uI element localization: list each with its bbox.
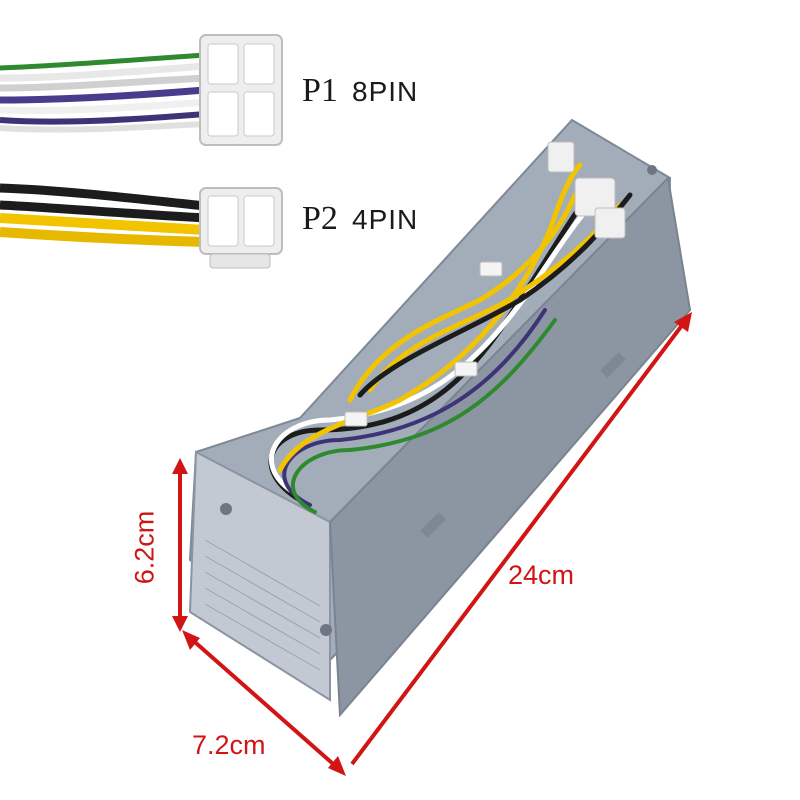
p2-connector-name: P2 — [302, 200, 338, 237]
p1-connector — [199, 34, 283, 146]
p1-connector-name: P1 — [302, 72, 338, 109]
screw-icon — [647, 165, 657, 175]
psu-internal-cables — [268, 141, 633, 514]
p2-connector — [199, 187, 283, 269]
dimension-arrows — [172, 312, 692, 776]
screw-icon — [320, 624, 332, 636]
p1-cable-bundle — [0, 52, 206, 133]
width-arrow — [182, 630, 346, 776]
length-arrow — [350, 312, 692, 766]
p2-cable-bundle — [0, 183, 206, 247]
screw-icon — [220, 503, 232, 515]
length-dimension-label: 24cm — [508, 560, 575, 590]
p2-pin-count: 4PIN — [352, 204, 419, 235]
height-dimension-label: 6.2cm — [129, 510, 160, 585]
vent-grille — [204, 539, 321, 671]
width-dimension-label: 7.2cm — [192, 730, 266, 760]
height-arrow — [172, 458, 188, 632]
p1-pin-count: 8PIN — [352, 76, 419, 107]
